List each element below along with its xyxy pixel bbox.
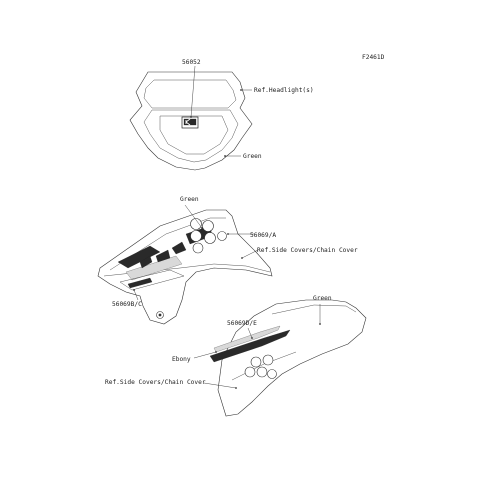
label-green-shroud: Green: [180, 196, 199, 203]
label-ebony: Ebony: [172, 356, 191, 363]
label-56069de: 56069D/E: [227, 320, 257, 327]
side-cover: [217, 299, 367, 417]
label-56069bc: 56069B/C: [112, 301, 142, 308]
shroud-leaders: [133, 204, 259, 301]
label-green-side-cover: Green: [313, 295, 332, 302]
label-green-headlight: Green: [243, 153, 262, 160]
headlight-leaders: [190, 65, 252, 157]
shroud-circle-decals: [190, 218, 227, 254]
figure-code: F2461D: [362, 54, 385, 61]
label-ref-side-covers-2: Ref.Side Covers/Chain Cover: [105, 379, 206, 386]
label-ref-headlight: Ref.Headlight(s): [254, 87, 314, 94]
label-56069a: 56069/A: [250, 232, 276, 239]
label-56052: 56052: [182, 59, 201, 66]
shroud-mount-hole: [156, 311, 164, 319]
side-cover-circle-decals: [244, 354, 277, 379]
label-ref-side-covers-1: Ref.Side Covers/Chain Cover: [257, 247, 358, 254]
headlight-emblem-decal: [181, 116, 199, 129]
side-cover-leaders: [193, 304, 321, 389]
